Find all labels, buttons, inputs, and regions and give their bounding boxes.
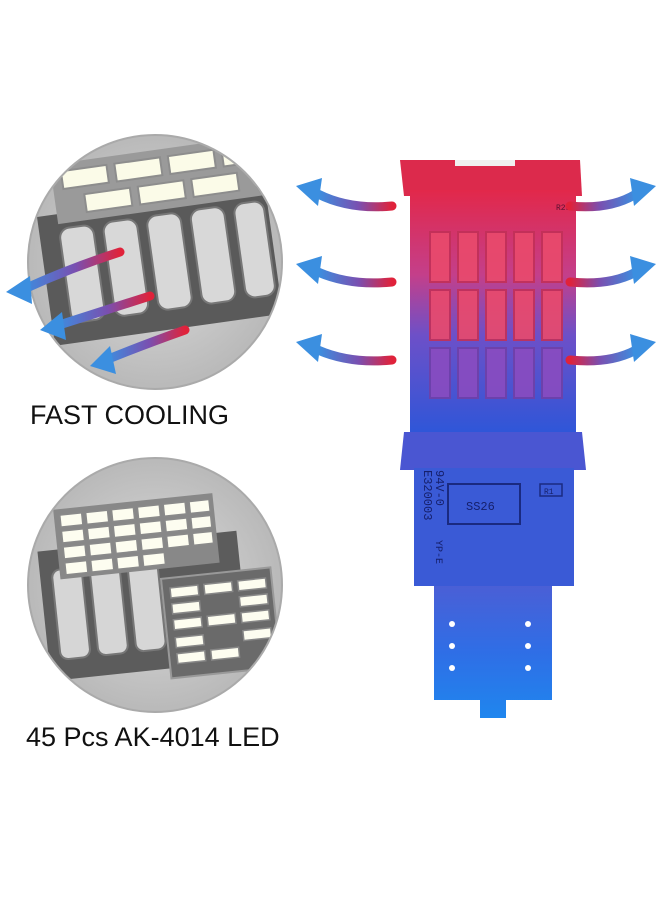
airflow-arrows-zoom — [6, 247, 190, 374]
board-rating: 94V-0 — [432, 470, 446, 506]
airflow-arrows-right — [565, 178, 656, 366]
board-ref-top: R25 — [556, 204, 571, 213]
led-zoom-circle — [27, 457, 283, 713]
airflow-arrows-left — [296, 178, 397, 366]
led-count-caption: 45 Pcs AK-4014 LED — [26, 722, 280, 752]
board-serial: E320003 — [420, 470, 434, 520]
t15-led-bulb: E320003 94V-0 YP-E SS26 R25 R1 — [400, 160, 586, 718]
fast-cooling-caption: FAST COOLING — [30, 400, 230, 430]
led-grid — [429, 231, 563, 341]
board-ic: SS26 — [466, 500, 495, 514]
cooling-zoom-circle — [6, 134, 283, 390]
contact-holes — [449, 621, 531, 671]
board-ref-bottom: R1 — [544, 488, 554, 497]
board-marker: YP-E — [432, 540, 443, 564]
